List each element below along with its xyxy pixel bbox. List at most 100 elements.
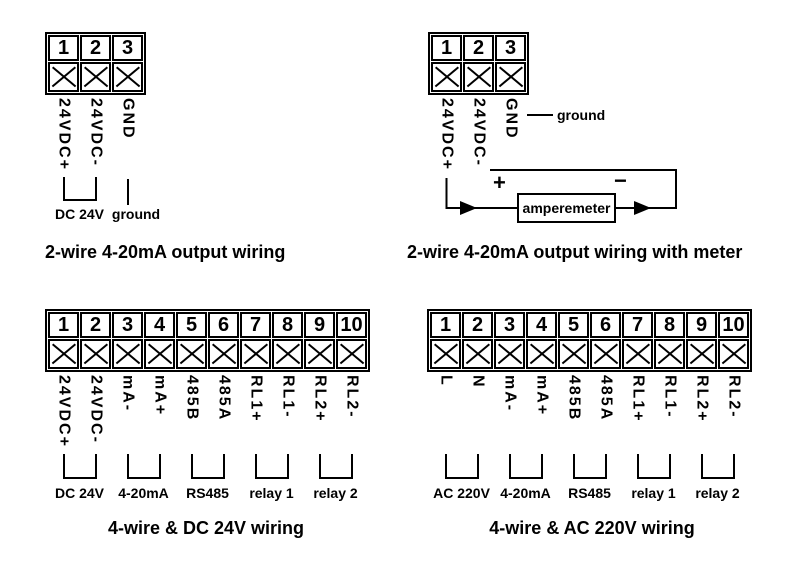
- terminal-contact-cell: [304, 339, 335, 369]
- terminal-x-icon: [116, 67, 140, 87]
- group-bracket: [190, 454, 225, 479]
- terminal-number: 10: [336, 312, 367, 338]
- terminal-contact-cell: [590, 339, 621, 369]
- terminal-number: 7: [622, 312, 653, 338]
- pin-label: RL2-: [725, 375, 743, 419]
- pin-label: 485B: [565, 375, 583, 422]
- terminal-contact-cell: [494, 339, 525, 369]
- current-arrow-icon: [460, 201, 477, 215]
- terminal-number: 5: [558, 312, 589, 338]
- group-bracket: [254, 454, 289, 479]
- group-label: RS485: [186, 485, 229, 501]
- terminal-number: 4: [144, 312, 175, 338]
- terminal-column: 1: [430, 312, 461, 369]
- pin-label: RL1+: [629, 375, 647, 423]
- terminal-x-icon: [434, 344, 458, 364]
- group-label: relay 2: [695, 485, 740, 501]
- terminal-column: 3: [112, 312, 143, 369]
- terminal-number: 2: [80, 35, 111, 61]
- pin-label: mA+: [151, 375, 169, 417]
- pin-label: RL1-: [661, 375, 679, 419]
- pin-label: mA-: [501, 375, 519, 413]
- terminal-contact-cell: [686, 339, 717, 369]
- terminal-number: 1: [48, 35, 79, 61]
- terminal-number: 3: [494, 312, 525, 338]
- terminal-strip-2wire: 1 2 3: [45, 32, 146, 95]
- terminal-contact-cell: [462, 339, 493, 369]
- group-label: AC 220V: [433, 485, 490, 501]
- pin-label: RL1-: [279, 375, 297, 419]
- group-bracket: [126, 454, 161, 479]
- terminal-x-icon: [658, 344, 682, 364]
- pin-label: mA-: [119, 375, 137, 413]
- terminal-column: 3: [495, 35, 526, 92]
- terminal-x-icon: [467, 67, 491, 87]
- terminal-x-icon: [722, 344, 746, 364]
- terminal-column: 4: [526, 312, 557, 369]
- terminal-number: 8: [654, 312, 685, 338]
- terminal-x-icon: [212, 344, 236, 364]
- terminal-contact-cell: [272, 339, 303, 369]
- terminal-strip-4wire-ac: 1 2 3 4 5 6 7 8: [427, 309, 752, 372]
- terminal-contact-cell: [48, 339, 79, 369]
- group-bracket: [700, 454, 735, 479]
- pin-label: mA+: [533, 375, 551, 417]
- terminal-contact-cell: [112, 339, 143, 369]
- terminal-column: 3: [494, 312, 525, 369]
- terminal-number: 5: [176, 312, 207, 338]
- diagram-caption: 2-wire 4-20mA output wiring with meter: [407, 242, 743, 262]
- terminal-column: 2: [80, 35, 111, 92]
- terminal-x-icon: [244, 344, 268, 364]
- pin-label: 485A: [597, 375, 615, 422]
- terminal-contact-cell: [240, 339, 271, 369]
- group-bracket: [62, 454, 97, 479]
- group-label: relay 2: [313, 485, 358, 501]
- terminal-x-icon: [52, 344, 76, 364]
- pin-label: RL2-: [343, 375, 361, 419]
- terminal-number: 6: [208, 312, 239, 338]
- terminal-x-icon: [530, 344, 554, 364]
- pin-label: 24VDC+: [55, 375, 73, 448]
- terminal-contact-cell: [654, 339, 685, 369]
- terminal-column: 2: [80, 312, 111, 369]
- terminal-column: 1: [48, 35, 79, 92]
- terminal-column: 10: [718, 312, 749, 369]
- ground-lead-line: [126, 179, 129, 205]
- terminal-column: 1: [48, 312, 79, 369]
- terminal-contact-cell: [430, 339, 461, 369]
- terminal-x-icon: [690, 344, 714, 364]
- terminal-strip-4wire-dc: 1 2 3 4 5 6 7 8: [45, 309, 370, 372]
- terminal-number: 9: [304, 312, 335, 338]
- loop-minus-sign: −: [614, 168, 627, 193]
- terminal-x-icon: [308, 344, 332, 364]
- ground-label: ground: [557, 107, 606, 123]
- terminal-column: 2: [462, 312, 493, 369]
- terminal-number: 4: [526, 312, 557, 338]
- terminal-x-icon: [562, 344, 586, 364]
- pin-label: RL1+: [247, 375, 265, 423]
- terminal-contact-cell: [48, 62, 79, 92]
- terminal-column: 7: [240, 312, 271, 369]
- pin-label: 24VDC-: [87, 375, 105, 444]
- terminal-number: 1: [48, 312, 79, 338]
- supply-label: DC 24V: [54, 206, 105, 222]
- terminal-x-icon: [340, 344, 364, 364]
- terminal-column: 7: [622, 312, 653, 369]
- terminal-column: 6: [208, 312, 239, 369]
- terminal-x-icon: [180, 344, 204, 364]
- pin-label: 24VDC+: [438, 98, 456, 171]
- terminal-x-icon: [116, 344, 140, 364]
- pin-label: GND: [502, 98, 520, 140]
- pin-label: 485A: [215, 375, 233, 422]
- terminal-contact-cell: [176, 339, 207, 369]
- terminal-column: 2: [463, 35, 494, 92]
- terminal-column: 5: [558, 312, 589, 369]
- group-label: relay 1: [249, 485, 294, 501]
- terminal-x-icon: [594, 344, 618, 364]
- terminal-number: 3: [112, 312, 143, 338]
- terminal-column: 9: [686, 312, 717, 369]
- terminal-number: 2: [463, 35, 494, 61]
- pin-label: N: [469, 375, 487, 389]
- group-label: relay 1: [631, 485, 676, 501]
